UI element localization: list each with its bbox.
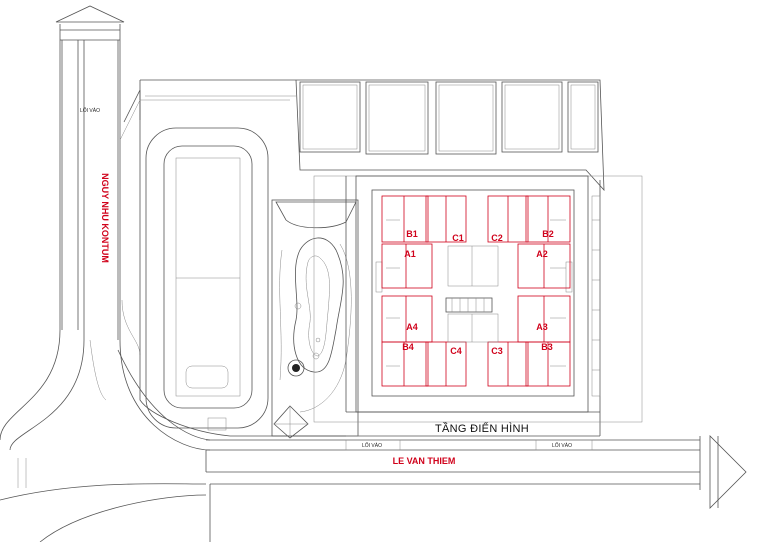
plan-title: TẦNG ĐIỂN HÌNH: [435, 422, 529, 435]
unit-b1-label: B1: [406, 229, 418, 239]
core-stairs: [445, 297, 493, 313]
north-arrow-west: [55, 5, 125, 23]
site-boundary: [119, 79, 605, 437]
building: [313, 175, 643, 423]
west-road: [0, 5, 211, 451]
west-road-name: NGUY NHU KONTUM: [100, 173, 110, 263]
south-entry-left-label: LỐI VÀO: [362, 442, 382, 449]
south-entry-right-label: LỐI VÀO: [552, 442, 572, 449]
unit-a4-label: A4: [406, 322, 418, 332]
unit-a3-label: A3: [536, 322, 548, 332]
south-road: [0, 435, 747, 542]
garden-pool: [271, 199, 359, 439]
unit-a1-label: A1: [404, 249, 416, 259]
unit-c2-label: C2: [491, 233, 503, 243]
south-road-name: LE VAN THIEM: [393, 456, 456, 466]
entrance-markers: [345, 435, 593, 451]
unit-b2-label: B2: [542, 229, 554, 239]
unit-c3-label: C3: [491, 346, 503, 356]
unit-outlines: [381, 195, 571, 387]
sports-field: [145, 127, 269, 431]
east-arrow: [709, 435, 747, 509]
unit-c4-label: C4: [450, 346, 462, 356]
unit-b4-label: B4: [402, 342, 414, 352]
unit-b3-label: B3: [541, 342, 553, 352]
west-entry-label: LỐI VÀO: [80, 107, 100, 114]
parking-row: [299, 81, 599, 155]
unit-a2-label: A2: [536, 249, 548, 259]
unit-c1-label: C1: [452, 233, 464, 243]
